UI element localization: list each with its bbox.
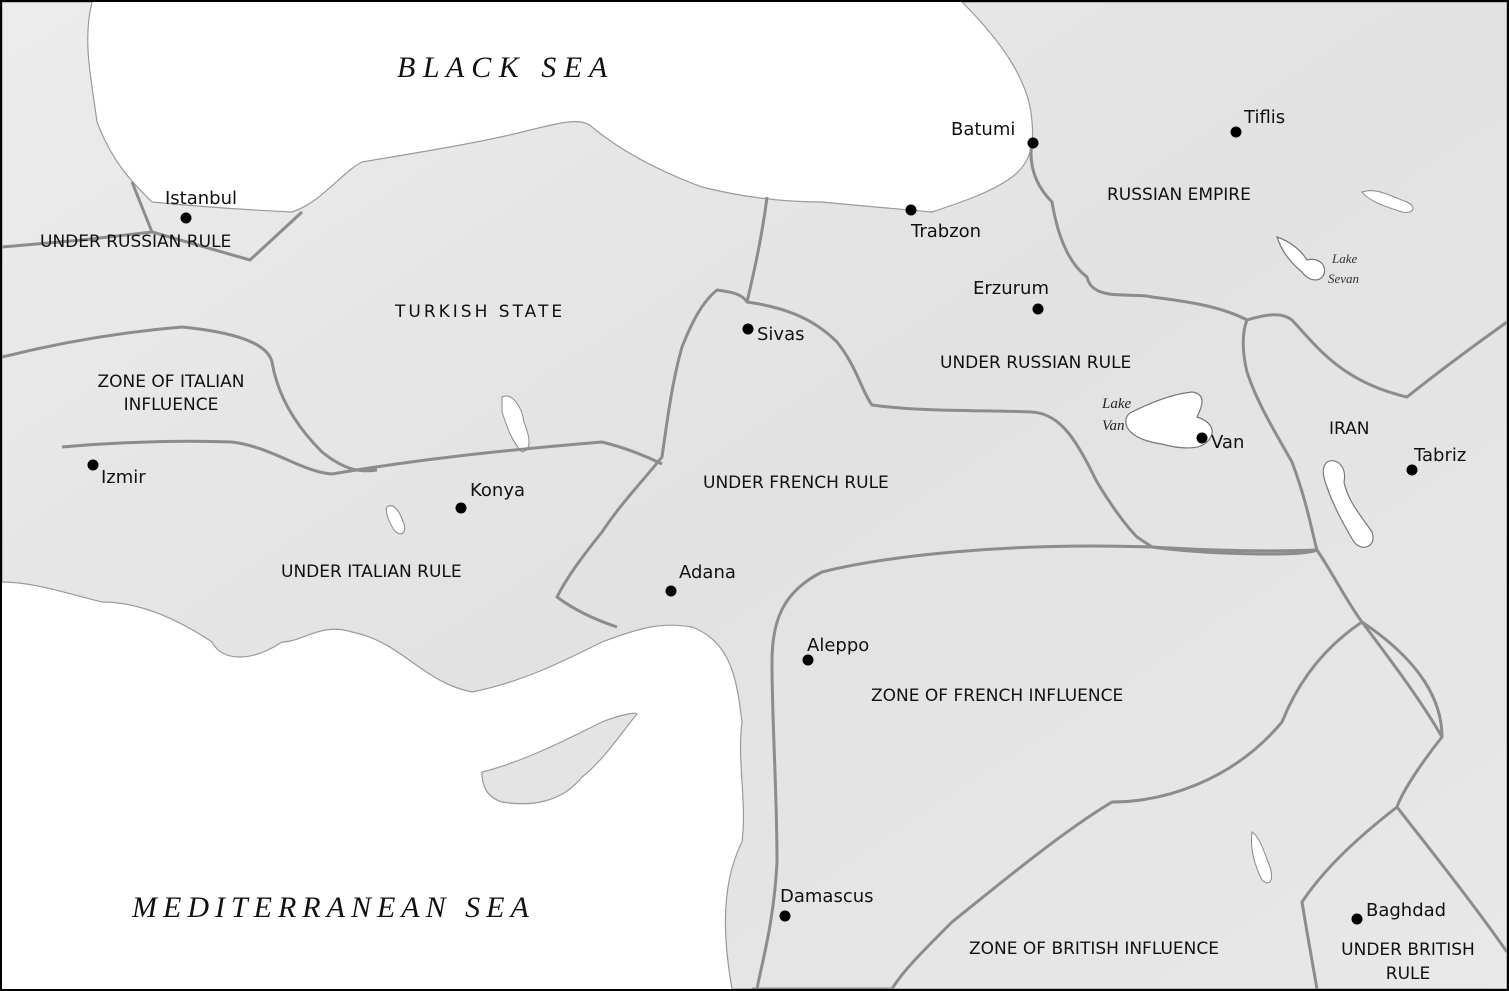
border-british-zone <box>752 549 1444 989</box>
city-dot-erzurum <box>1032 303 1044 315</box>
city-label-damascus: Damascus <box>780 886 874 907</box>
cyprus-island <box>481 712 638 805</box>
city-label-sivas: Sivas <box>757 324 805 345</box>
city-dot-aleppo <box>802 654 814 666</box>
region-under-italian-rule: UNDER ITALIAN RULE <box>281 562 462 582</box>
lake-tuz <box>501 395 530 453</box>
region-turkish-state: TURKISH STATE <box>394 302 565 322</box>
region-iran: IRAN <box>1329 419 1369 439</box>
region-under-british-line1: UNDER BRITISH <box>1341 940 1475 960</box>
region-russian-empire: RUSSIAN EMPIRE <box>1107 185 1251 205</box>
city-markers <box>87 126 1418 925</box>
city-dot-izmir <box>87 459 99 471</box>
lake-sevan-label-line1: Lake <box>1331 251 1358 266</box>
city-label-batumi: Batumi <box>951 119 1015 140</box>
city-label-erzurum: Erzurum <box>973 278 1049 299</box>
city-dot-adana <box>665 585 677 597</box>
city-dot-istanbul <box>180 212 192 224</box>
city-label-aleppo: Aleppo <box>807 635 869 656</box>
city-label-adana: Adana <box>679 562 736 583</box>
city-label-tabriz: Tabriz <box>1413 445 1466 466</box>
lake-urmia <box>1322 460 1374 548</box>
city-dot-van <box>1196 432 1208 444</box>
region-under-french-rule: UNDER FRENCH RULE <box>703 473 889 493</box>
region-under-russian-rule-east: UNDER RUSSIAN RULE <box>940 353 1131 373</box>
city-label-tiflis: Tiflis <box>1243 107 1285 128</box>
border-italian-rule <box>61 439 663 476</box>
region-zone-british-influence: ZONE OF BRITISH INFLUENCE <box>969 939 1219 959</box>
lake-van-label-line1: Lake <box>1101 396 1132 412</box>
city-dot-tiflis <box>1230 126 1242 138</box>
city-dot-sivas <box>742 323 754 335</box>
black-sea-label: B L A C K S E A <box>397 51 608 84</box>
mediterranean-sea-label: MEDITERRANEAN SEA <box>131 891 535 924</box>
border-french-rule <box>555 196 769 629</box>
city-dot-baghdad <box>1351 913 1363 925</box>
city-label-baghdad: Baghdad <box>1366 900 1446 921</box>
city-dot-damascus <box>779 910 791 922</box>
border-british-rule <box>1395 806 1507 953</box>
political-borders <box>2 141 1507 989</box>
lake-sevan <box>1276 236 1326 281</box>
city-dot-tabriz <box>1406 464 1418 476</box>
lake-beysehir <box>385 505 406 535</box>
region-under-russian-rule-west: UNDER RUSSIAN RULE <box>40 232 231 252</box>
border-french-zone <box>755 544 1318 989</box>
border-iran <box>1241 313 1507 551</box>
border-russian-empire <box>1029 141 1248 322</box>
lake-sevan-label-line2: Sevan <box>1328 271 1359 286</box>
city-label-van: Van <box>1211 432 1244 453</box>
city-label-trabzon: Trabzon <box>910 221 981 242</box>
city-dot-batumi <box>1027 137 1039 149</box>
city-label-izmir: Izmir <box>101 467 146 488</box>
city-label-istanbul: Istanbul <box>165 188 237 209</box>
region-zone-italian-line1: ZONE OF ITALIAN <box>98 372 245 392</box>
border-italian-zone <box>2 325 378 473</box>
border-russian-west <box>2 181 304 262</box>
city-dot-trabzon <box>905 204 917 216</box>
region-under-british-line2: RULE <box>1386 964 1430 984</box>
region-zone-french-influence: ZONE OF FRENCH INFLUENCE <box>871 686 1123 706</box>
lake-van-label-line2: Van <box>1102 418 1125 434</box>
lake-tharthar <box>1251 831 1273 884</box>
lake-caspian-edge <box>1361 190 1414 213</box>
city-label-konya: Konya <box>470 480 525 501</box>
region-zone-italian-line2: INFLUENCE <box>124 395 219 415</box>
city-dot-konya <box>455 502 467 514</box>
lake-van <box>1125 391 1213 449</box>
